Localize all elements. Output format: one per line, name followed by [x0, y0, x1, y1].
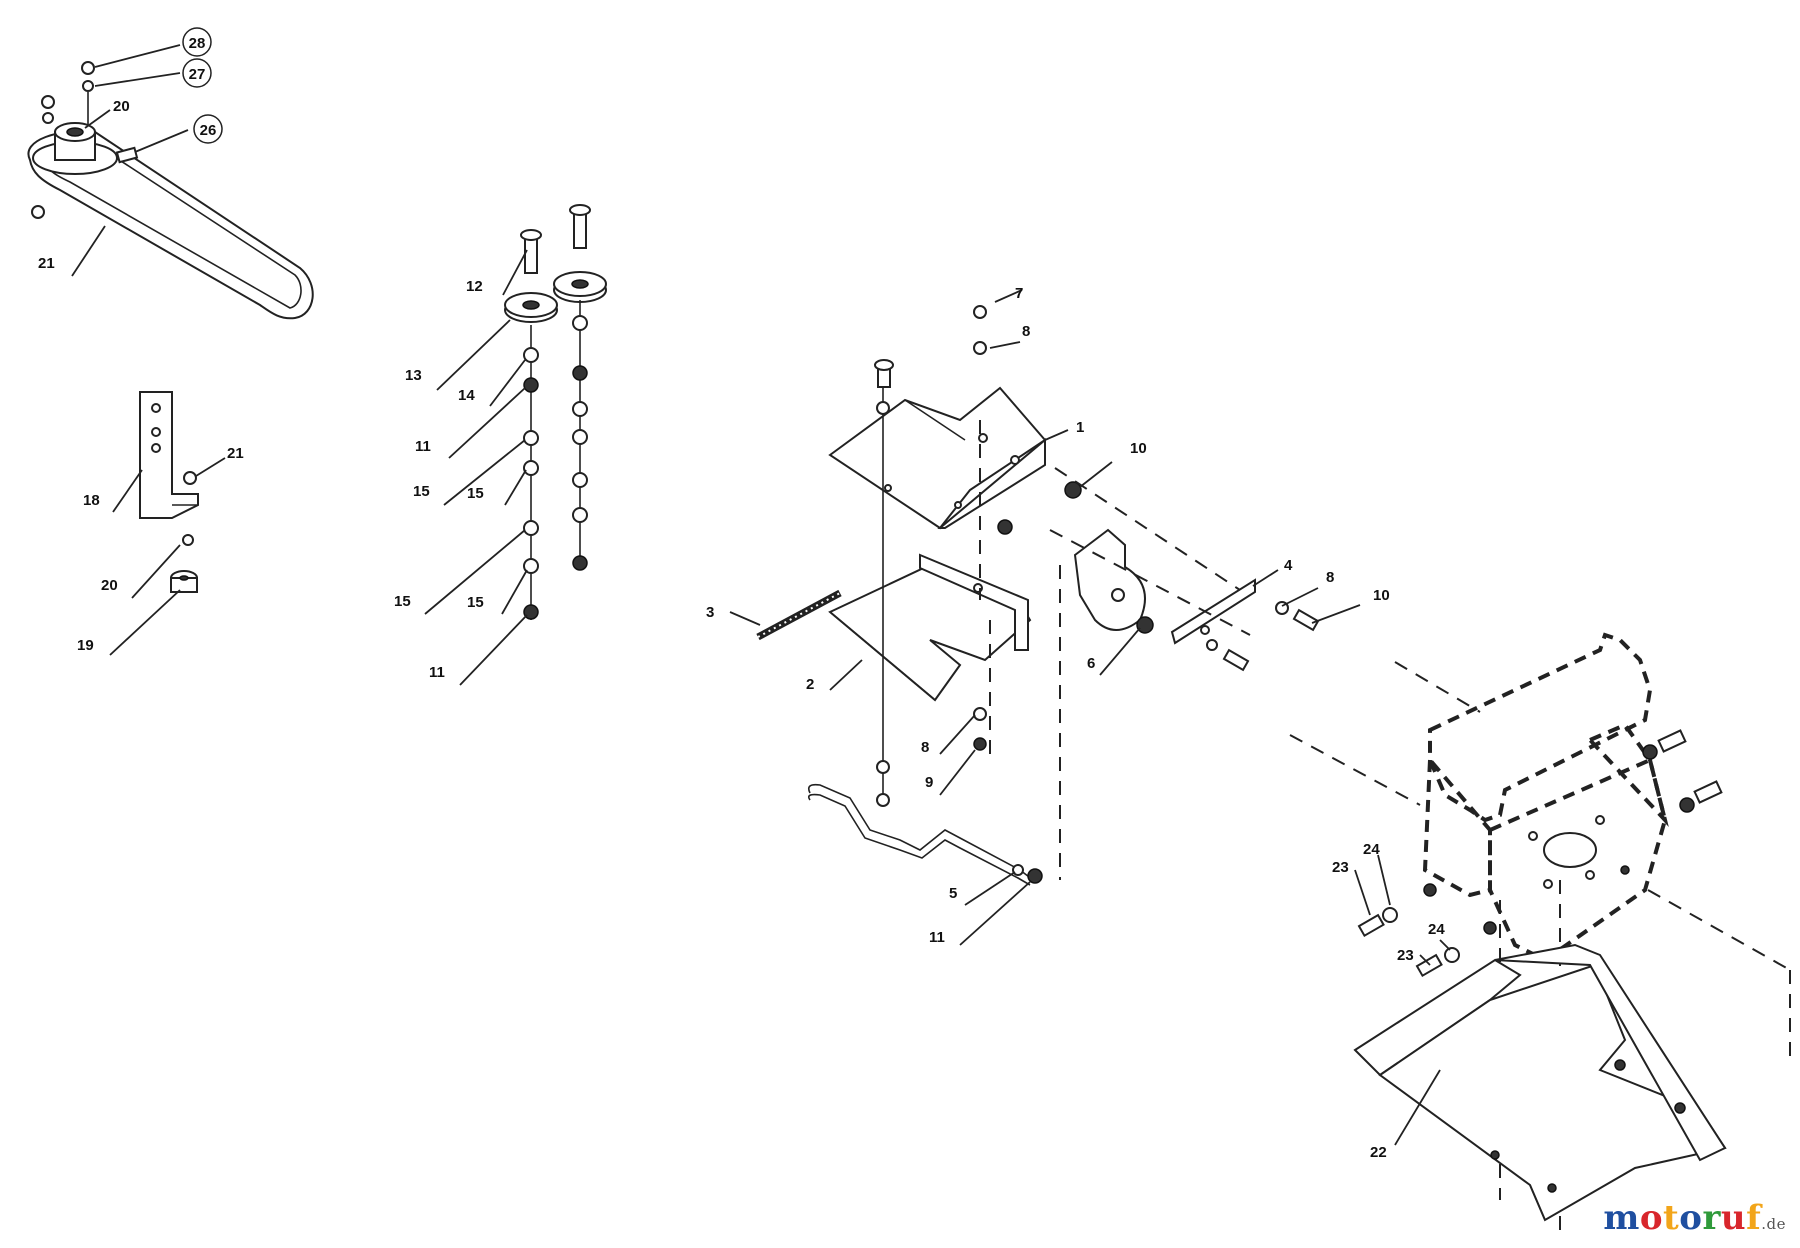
belt-pulley-assembly [27, 44, 314, 320]
callout-4: 4 [1284, 557, 1293, 574]
watermark-letter: o [1639, 1198, 1664, 1238]
callout-26: 26 [193, 114, 223, 144]
watermark-letter: t [1663, 1198, 1680, 1238]
callout-14: 14 [458, 387, 475, 404]
callout-8-top: 8 [1022, 323, 1030, 340]
center-assembly [729, 289, 1361, 946]
callout-19: 21 [227, 445, 244, 462]
callout-22: 22 [1370, 1144, 1387, 1161]
callout-23-a: 23 [1332, 859, 1349, 876]
callout-24-b: 24 [1428, 921, 1445, 938]
svg-text:28: 28 [189, 35, 206, 52]
callout-17: 19 [77, 637, 94, 654]
brand-watermark: motoruf.de [1603, 1198, 1786, 1238]
watermark-letter: m [1603, 1198, 1640, 1238]
idler-pulley-stacks [424, 204, 607, 686]
callout-10: 10 [1373, 587, 1390, 604]
callout-28: 28 [182, 27, 212, 57]
callout-27: 27 [182, 58, 212, 88]
callout-20: 20 [113, 98, 130, 115]
callout-7: 7 [1015, 285, 1023, 302]
callout-11-left-a: 11 [415, 438, 431, 455]
callout-1: 1 [1076, 419, 1084, 436]
bracket-assembly [109, 391, 226, 656]
svg-text:27: 27 [189, 66, 206, 83]
watermark-letter: u [1720, 1198, 1747, 1238]
callout-12: 12 [466, 278, 483, 295]
callout-21: 21 [38, 255, 55, 272]
callout-11-bottom: 11 [929, 929, 945, 946]
callout-3: 3 [706, 604, 714, 621]
callout-2: 2 [806, 676, 814, 693]
callout-15-c: 15 [394, 593, 411, 610]
watermark-letter: f [1746, 1198, 1762, 1238]
callout-11-center: 10 [1130, 440, 1147, 457]
callout-16: 18 [83, 492, 100, 509]
watermark-letter: r [1702, 1198, 1721, 1238]
watermark-tld: .de [1761, 1215, 1786, 1233]
callout-8-bottom: 8 [921, 739, 929, 756]
callout-23-b: 23 [1397, 947, 1414, 964]
callout-15-d: 15 [467, 594, 484, 611]
callout-5: 5 [949, 885, 957, 902]
callout-11-left-b: 11 [429, 664, 445, 681]
callout-15-b: 15 [467, 485, 484, 502]
callout-6: 6 [1087, 655, 1095, 672]
watermark-brand: motoruf [1603, 1198, 1761, 1238]
callout-9: 9 [925, 774, 933, 791]
callout-15-a: 15 [413, 483, 430, 500]
callout-24-a: 24 [1363, 841, 1380, 858]
watermark-letter: o [1679, 1198, 1703, 1238]
callout-13: 13 [405, 367, 422, 384]
svg-text:26: 26 [200, 122, 217, 139]
frame-housing-assembly [1289, 632, 1791, 1230]
callout-8-right: 8 [1326, 569, 1334, 586]
callout-18: 20 [101, 577, 118, 594]
